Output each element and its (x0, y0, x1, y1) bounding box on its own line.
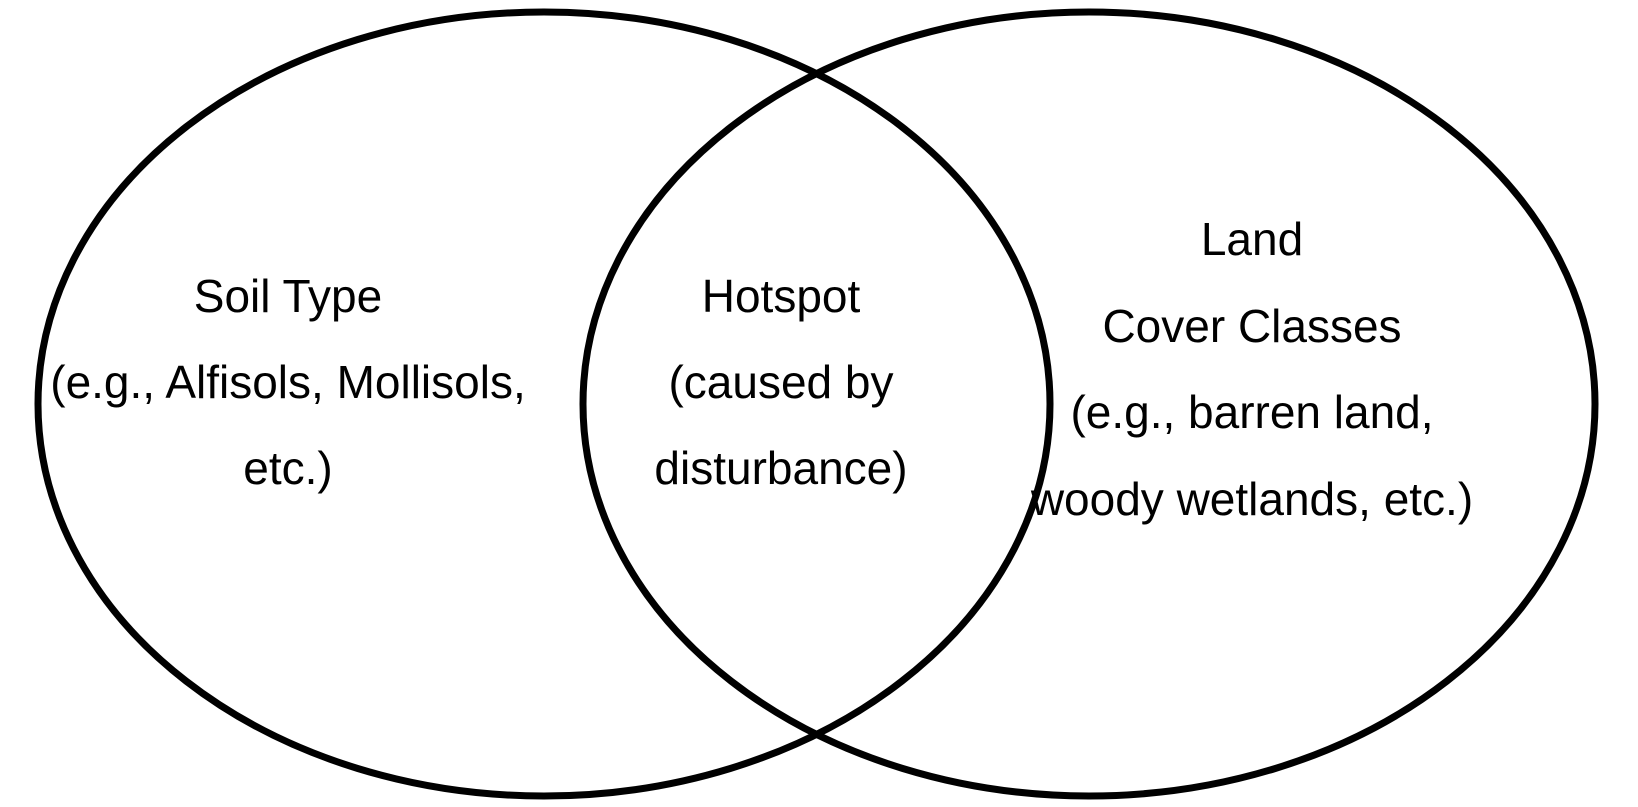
right-set-label: Land Cover Classes (e.g., barren land, w… (1030, 213, 1473, 525)
left-label-line-3: etc.) (243, 442, 332, 494)
left-label-line-2: (e.g., Alfisols, Mollisols, (50, 356, 525, 408)
right-label-line-2: Cover Classes (1102, 300, 1401, 352)
set-ellipse-right (579, 8, 1599, 800)
left-label-line-1: Soil Type (194, 270, 382, 322)
right-label-line-4: woody wetlands, etc.) (1030, 473, 1473, 525)
left-set-label: Soil Type (e.g., Alfisols, Mollisols, et… (50, 270, 525, 494)
right-label-line-1: Land (1201, 213, 1303, 265)
set-ellipse-left (34, 8, 1054, 800)
intersection-label: Hotspot (caused by disturbance) (654, 270, 907, 494)
right-label-line-3: (e.g., barren land, (1070, 386, 1433, 438)
intersection-label-line-3: disturbance) (654, 442, 907, 494)
intersection-label-line-2: (caused by (668, 356, 893, 408)
intersection-label-line-1: Hotspot (702, 270, 861, 322)
